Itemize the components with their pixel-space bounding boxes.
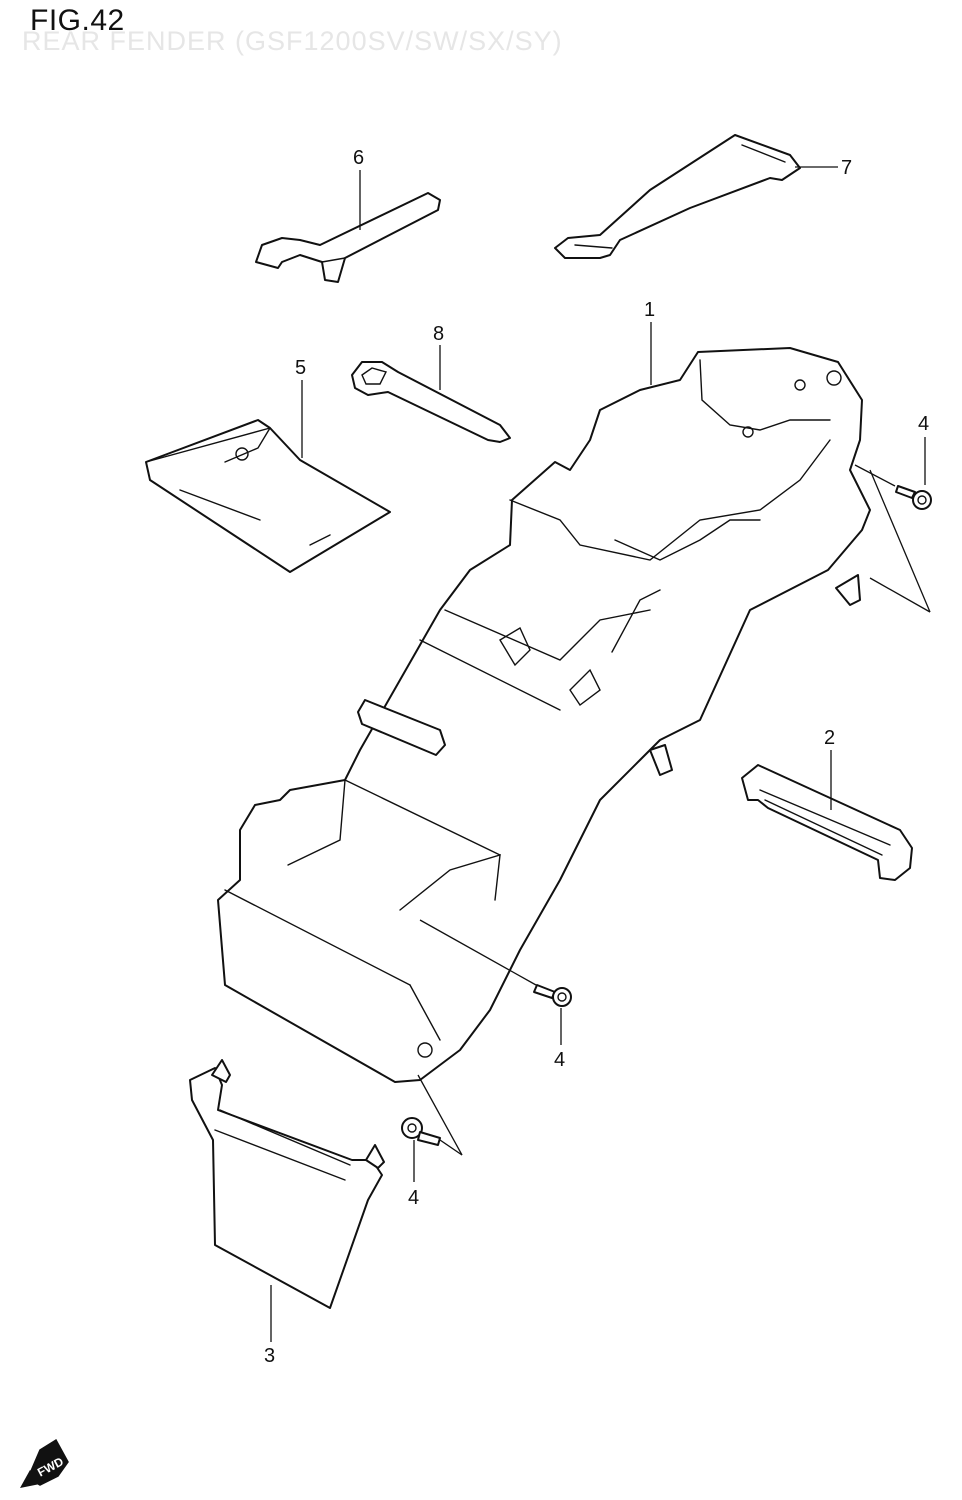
part-3-mud-flap[interactable] — [189, 1059, 385, 1309]
leader-lines — [270, 166, 926, 1342]
part-1-rear-fender[interactable] — [217, 347, 871, 1083]
figure-subtitle: REAR FENDER (GSF1200SV/SW/SX/SY) — [22, 26, 563, 56]
part-8-box-wrench[interactable] — [351, 361, 511, 443]
figure-title: FIG.42 — [30, 4, 125, 37]
part-4-screw-lower[interactable] — [401, 1117, 441, 1146]
callout-labels: 1 2 3 4 4 4 5 6 7 8 — [264, 147, 929, 1367]
callout-7: 7 — [841, 157, 852, 179]
fwd-direction-arrow: FWD — [20, 1438, 69, 1488]
part-5-tool-bag[interactable] — [145, 419, 391, 573]
callout-5: 5 — [295, 357, 306, 379]
part-4-screw-upper-right[interactable] — [895, 485, 932, 510]
callout-4-middle: 4 — [554, 1049, 565, 1071]
callout-4-upper: 4 — [918, 413, 929, 435]
part-2-bracket[interactable] — [741, 764, 913, 881]
callout-4-lower: 4 — [408, 1187, 419, 1209]
callout-1: 1 — [644, 299, 655, 321]
callout-2: 2 — [824, 727, 835, 749]
callout-6: 6 — [353, 147, 364, 169]
callout-8: 8 — [433, 323, 444, 345]
callout-3: 3 — [264, 1345, 275, 1367]
part-6-spanner[interactable] — [255, 192, 441, 283]
part-4-screw-middle[interactable] — [533, 984, 572, 1007]
assembly-lines — [417, 464, 931, 1156]
part-7-strap[interactable] — [554, 134, 801, 259]
